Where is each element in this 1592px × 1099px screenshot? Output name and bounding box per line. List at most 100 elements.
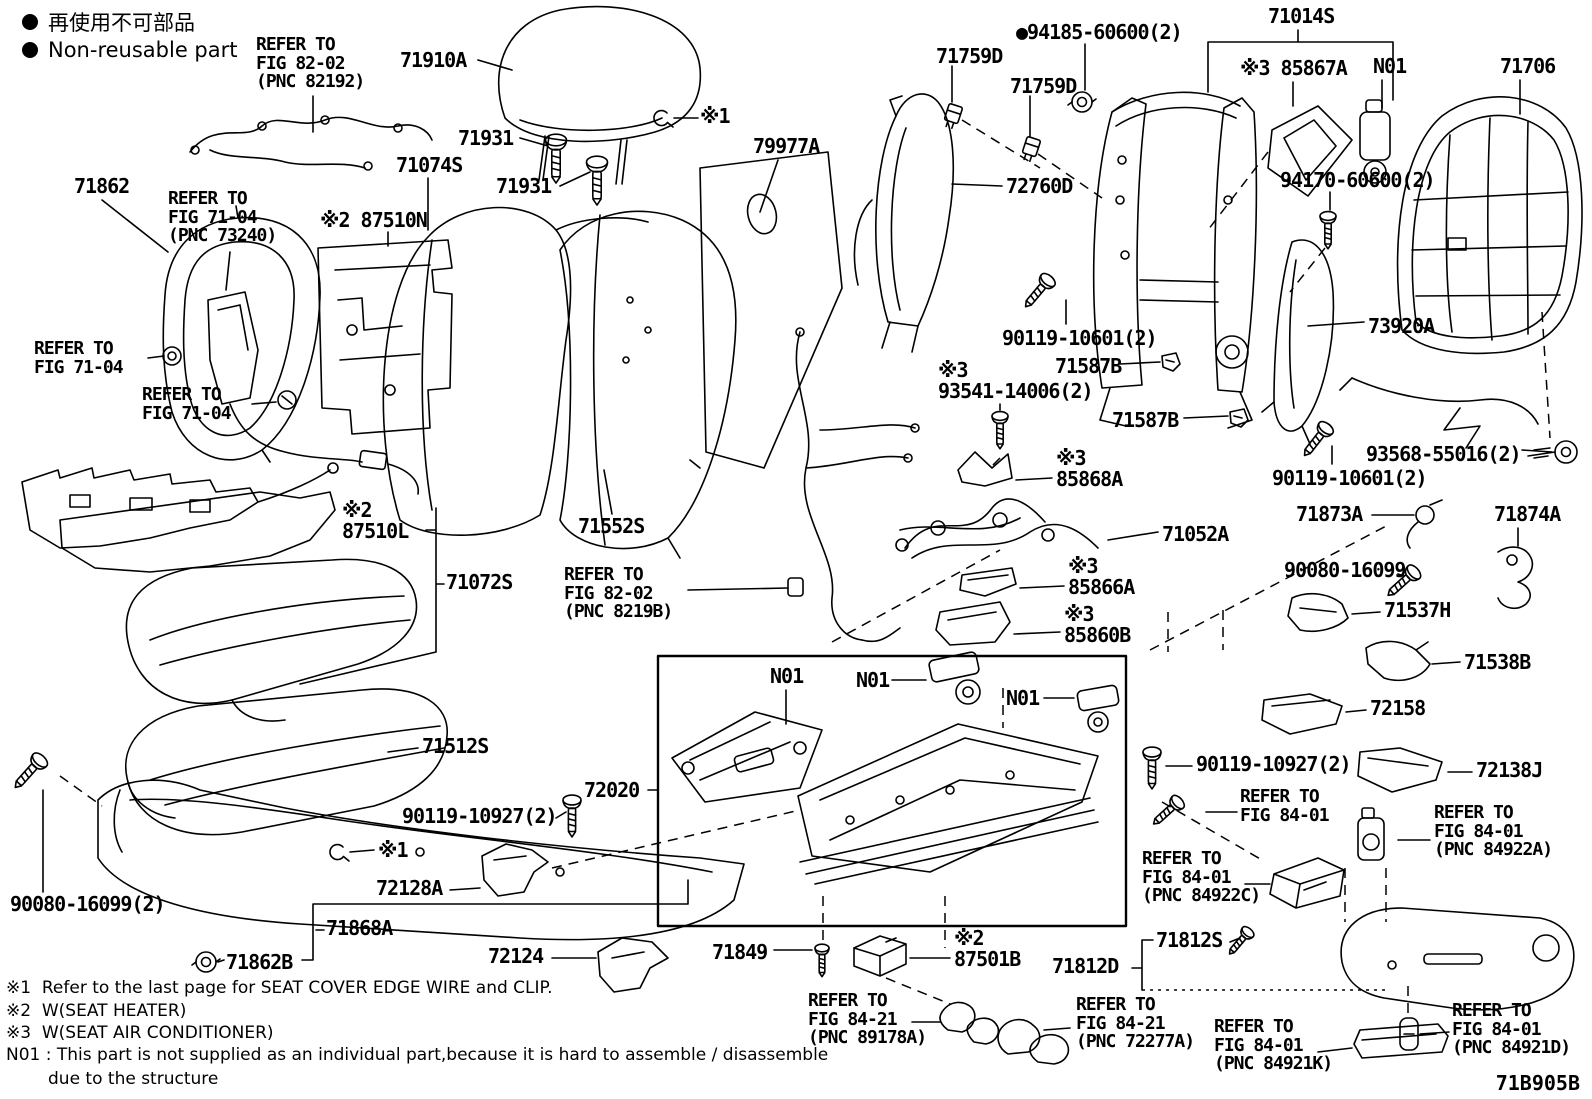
leader-lines <box>43 30 1552 1052</box>
cushion-cover-71072S-drawing <box>126 559 416 721</box>
legend: 再使用不可部品 Non-reusable part <box>22 8 237 64</box>
label-90119-10927-1: 90119-10927(2) <box>402 804 558 828</box>
dashed-assembly-lines <box>60 120 1550 1016</box>
harness-82192-drawing <box>190 116 432 170</box>
bolt-93541-drawing <box>991 410 1009 450</box>
label-71868A: 71868A <box>326 916 393 940</box>
switch-84922A-drawing <box>1358 808 1384 860</box>
strip-84921K-drawing <box>1354 1024 1448 1058</box>
edge-wire-hook-1-drawing <box>653 109 674 128</box>
duct-85866A-drawing <box>960 568 1016 596</box>
headrest-support-71931-drawings <box>544 133 609 206</box>
seat-heater-87510N-drawing <box>318 240 452 434</box>
label-72760D: 72760D <box>1006 174 1073 198</box>
label-71587B-1: 71587B <box>1055 354 1122 378</box>
harness-middle-drawing <box>788 328 919 641</box>
screw-fig8401-drawing <box>1147 792 1188 831</box>
label-x1-1: ※1 <box>700 104 731 128</box>
bracket-85868A-drawing <box>958 452 1012 486</box>
screw-71812S-drawing <box>1223 923 1257 960</box>
legend-row-en: Non-reusable part <box>22 36 237 64</box>
label-94170-60600: 94170-60600(2) <box>1280 168 1436 192</box>
label-71812D: 71812D <box>1052 954 1119 978</box>
label-72158: 72158 <box>1370 696 1426 720</box>
relay-87501B-drawing <box>854 936 906 976</box>
label-73920A: 73920A <box>1368 314 1435 338</box>
cover-72128A-drawing <box>482 844 548 896</box>
seatback-board-79977A-drawing <box>700 152 842 468</box>
label-71512S: 71512S <box>422 734 489 758</box>
seat-frame-box-72020-drawing <box>658 651 1126 926</box>
label-N01-a: N01 <box>770 664 804 688</box>
clip-84921D-drawing <box>1400 1018 1418 1050</box>
label-72124: 72124 <box>488 944 544 968</box>
headrest-71910A-drawing <box>499 7 701 184</box>
label-71759D-1: 71759D <box>936 44 1003 68</box>
label-N01-top: N01 <box>1373 54 1407 78</box>
label-72128A: 72128A <box>376 876 443 900</box>
clip-71874A-drawing <box>1498 547 1532 608</box>
legend-row-jp: 再使用不可部品 <box>22 8 237 36</box>
label-71074S: 71074S <box>396 153 463 177</box>
label-72138J: 72138J <box>1476 758 1543 782</box>
seatback-spring-72760D-drawing <box>854 94 953 352</box>
label-93568-55016: 93568-55016(2) <box>1366 442 1522 466</box>
footnote-5: due to the structure <box>48 1069 219 1089</box>
recline-cable-71052A-drawing <box>896 499 1098 558</box>
label-71849: 71849 <box>712 940 768 964</box>
label-87510N: ※2 87510N <box>320 208 428 232</box>
label-N01-b: N01 <box>856 668 890 692</box>
label-71014S: 71014S <box>1268 4 1335 28</box>
duct-85860B-drawing <box>936 602 1010 645</box>
bracket-72138J-drawing <box>1358 748 1442 792</box>
label-71587B-2: 71587B <box>1112 408 1179 432</box>
footnote-2: ※2 W(SEAT HEATER) <box>6 1001 187 1021</box>
seatback-panel-71706-drawing <box>1340 97 1582 448</box>
screw-90080-2-drawing <box>7 749 51 795</box>
bracket-85867A-drawing <box>1268 106 1352 196</box>
buckle-73240-drawing <box>163 292 418 494</box>
hook-71873A-drawing <box>1407 500 1442 548</box>
label-90080-16099-1: 90080-16099 <box>1284 558 1406 582</box>
label-90119-10601-2: 90119-10601(2) <box>1272 466 1428 490</box>
label-71874A: 71874A <box>1494 502 1561 526</box>
switch-84922C-drawing <box>1270 858 1344 908</box>
cover-72124-drawing <box>598 938 668 992</box>
label-90119-10601-1: 90119-10601(2) <box>1002 326 1158 350</box>
screw-90119-10927-1-drawing <box>562 794 582 838</box>
legend-text-en: Non-reusable part <box>48 38 238 62</box>
label-71759D-2: 71759D <box>1010 74 1077 98</box>
label-71931-2: 71931 <box>496 174 552 198</box>
label-71072S: 71072S <box>446 570 513 594</box>
seatback-cover-71552S-drawing <box>383 208 735 558</box>
label-71862: 71862 <box>74 174 130 198</box>
label-71538B: 71538B <box>1464 650 1531 674</box>
bracket-71537H-drawing <box>1288 594 1348 632</box>
nonreusable-bullet-icon <box>22 42 38 58</box>
label-x1-2: ※1 <box>378 838 409 862</box>
clip-71759D-1-drawing <box>941 102 964 131</box>
clips-89178A-drawing <box>940 1002 998 1044</box>
bolt-90119-10601-1-drawing <box>1018 270 1059 313</box>
edge-wire-hook-2-drawing <box>329 843 350 862</box>
label-71812S: 71812S <box>1156 928 1223 952</box>
label-71052A: 71052A <box>1162 522 1229 546</box>
label-90119-10927-2: 90119-10927(2) <box>1196 752 1352 776</box>
